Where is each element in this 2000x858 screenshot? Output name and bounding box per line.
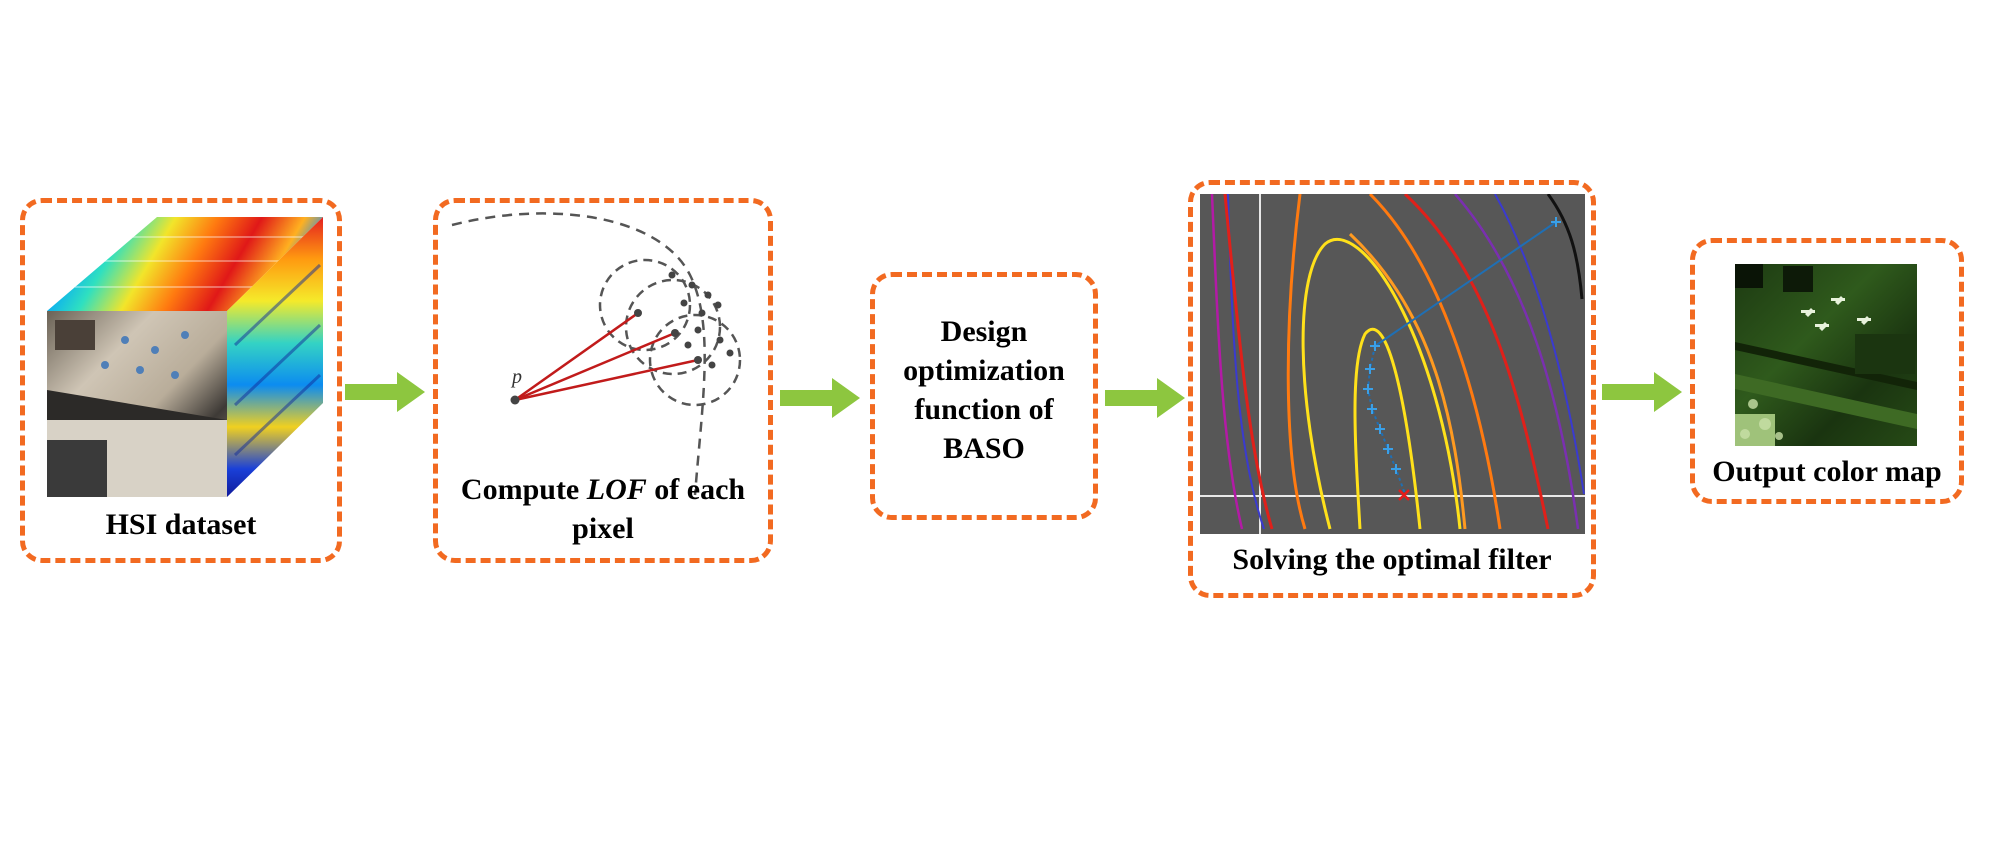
flow-arrow-2	[780, 378, 860, 418]
design-box	[870, 272, 1098, 520]
flow-arrow-3	[1105, 378, 1185, 418]
lof-label-pre: Compute	[460, 473, 587, 506]
lof-label: Compute LOF of each pixel	[433, 470, 773, 548]
output-label: Output color map	[1712, 455, 1942, 488]
point-p-label: p	[510, 366, 522, 388]
hsi-dataset-label: HSI dataset	[105, 508, 257, 541]
contour-plot	[1200, 194, 1585, 534]
lof-label-em: LOF	[586, 473, 647, 506]
output-map-image	[1735, 264, 1917, 446]
flow-arrow-4	[1602, 372, 1682, 412]
design-label: Design optimization function of BASO	[903, 315, 1065, 465]
lof-illustration: p	[451, 212, 742, 496]
lof-label-post: of each pixel	[572, 473, 746, 545]
flow-arrow-1	[345, 372, 425, 412]
hsi-cube-image	[47, 217, 323, 497]
solve-label: Solving the optimal filter	[1232, 543, 1552, 576]
